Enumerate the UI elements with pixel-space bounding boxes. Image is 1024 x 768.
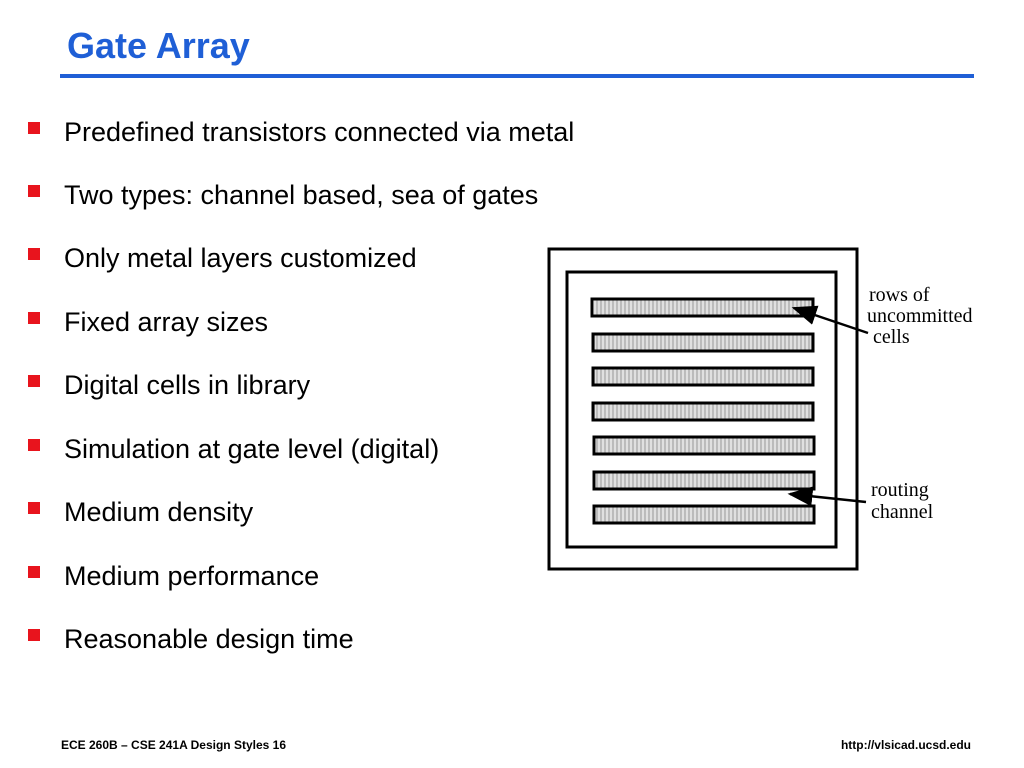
bullet-item: Only metal layers customized bbox=[28, 238, 417, 278]
bullet-text: Two types: channel based, sea of gates bbox=[64, 179, 539, 210]
title-underline bbox=[60, 74, 974, 78]
bullet-text: Medium density bbox=[64, 496, 254, 527]
square-bullet-icon bbox=[28, 502, 40, 514]
square-bullet-icon bbox=[28, 566, 40, 578]
bullet-text: Reasonable design time bbox=[64, 623, 354, 654]
cell-row bbox=[592, 470, 816, 491]
bullet-item: Predefined transistors connected via met… bbox=[28, 112, 574, 152]
bullet-text: Fixed array sizes bbox=[64, 306, 269, 337]
bullet-item: Medium density bbox=[28, 492, 253, 532]
bullet-text: Medium performance bbox=[64, 560, 320, 591]
bullet-item: Simulation at gate level (digital) bbox=[28, 429, 439, 469]
cell-row bbox=[591, 332, 815, 353]
bullet-item: Digital cells in library bbox=[28, 365, 310, 405]
bullet-item: Two types: channel based, sea of gates bbox=[28, 175, 538, 215]
square-bullet-icon bbox=[28, 439, 40, 451]
square-bullet-icon bbox=[28, 248, 40, 260]
cell-row bbox=[592, 504, 816, 525]
cell-row bbox=[591, 401, 815, 422]
slide-title: Gate Array bbox=[67, 25, 250, 66]
rows-label-line: rows of bbox=[869, 284, 930, 306]
square-bullet-icon bbox=[28, 629, 40, 641]
bullet-text: Only metal layers customized bbox=[64, 242, 417, 273]
chip-outer-border bbox=[547, 247, 859, 571]
square-bullet-icon bbox=[28, 185, 40, 197]
bullet-item: Fixed array sizes bbox=[28, 302, 268, 342]
chip-inner-border bbox=[565, 270, 838, 549]
cell-row bbox=[590, 297, 815, 318]
footer-url: http://vlsicad.ucsd.edu bbox=[840, 738, 971, 752]
rows-arrow bbox=[791, 305, 869, 335]
bullet-text: Digital cells in library bbox=[64, 369, 311, 400]
bullet-item: Medium performance bbox=[28, 556, 319, 596]
square-bullet-icon bbox=[28, 375, 40, 387]
routing-label-line: routing bbox=[871, 479, 929, 501]
bullet-item: Reasonable design time bbox=[28, 619, 354, 659]
rows-label-line: cells bbox=[873, 326, 910, 348]
footer-course-label: ECE 260B – CSE 241A Design Styles 16 bbox=[61, 738, 286, 752]
cell-row bbox=[591, 366, 815, 387]
rows-label-line: uncommitted bbox=[867, 305, 973, 327]
square-bullet-icon bbox=[28, 122, 40, 134]
routing-label-line: channel bbox=[871, 501, 934, 523]
square-bullet-icon bbox=[28, 312, 40, 324]
bullet-text: Simulation at gate level (digital) bbox=[64, 433, 440, 464]
routing-arrow bbox=[787, 486, 867, 507]
cell-row bbox=[592, 435, 816, 456]
bullet-text: Predefined transistors connected via met… bbox=[64, 116, 575, 147]
